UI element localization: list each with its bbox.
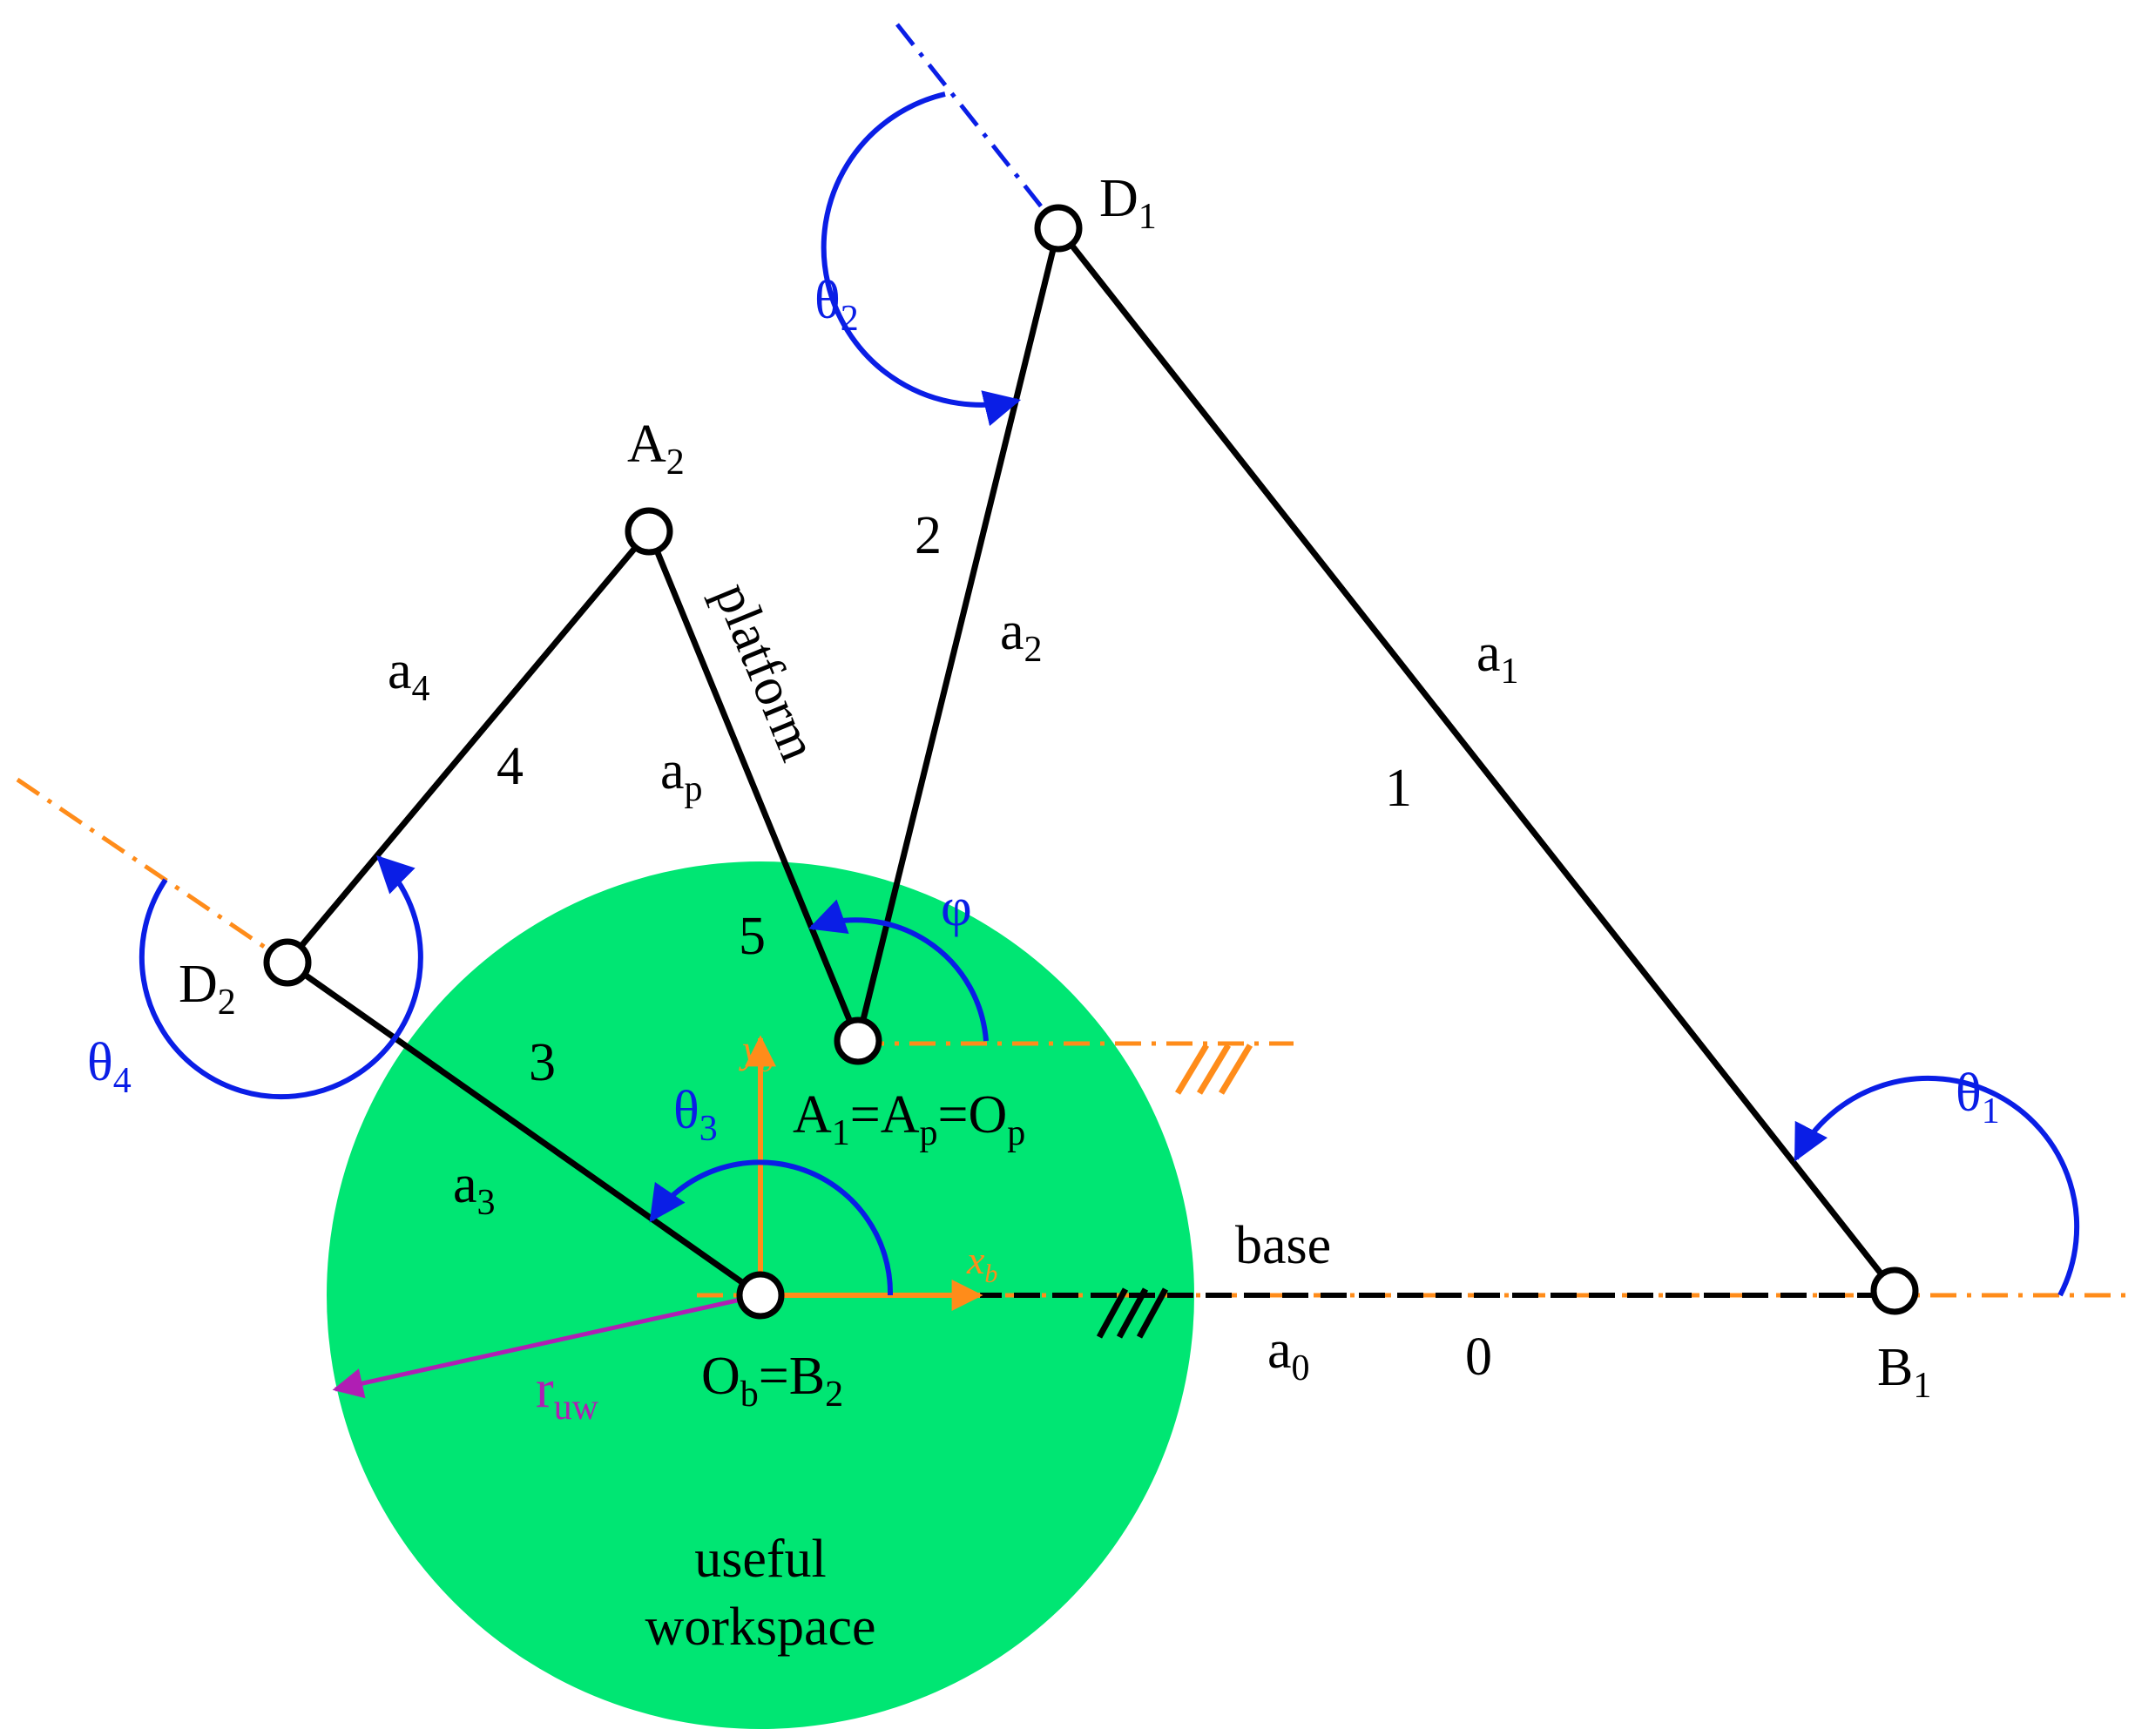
label-B1: B1 bbox=[1877, 1338, 1931, 1406]
label-ap: ap bbox=[660, 741, 703, 809]
label-link-number-0: 0 bbox=[1465, 1327, 1492, 1387]
label-D2: D2 bbox=[179, 955, 236, 1023]
link-a2 bbox=[855, 227, 1062, 1042]
joint-A1 bbox=[834, 1017, 882, 1065]
label-a1: a1 bbox=[1476, 624, 1519, 692]
theta2-arc bbox=[821, 91, 1022, 427]
label-link-number-4: 4 bbox=[497, 737, 524, 796]
link-a3 bbox=[285, 960, 763, 1298]
joint-D2 bbox=[263, 938, 312, 987]
joint-B2 bbox=[736, 1271, 785, 1320]
link-ap-platform bbox=[645, 530, 861, 1043]
label-a4: a4 bbox=[388, 641, 430, 709]
label-A1-Ap-Op: A1=Ap=Op bbox=[793, 1085, 1025, 1153]
label-theta3: θ3 bbox=[673, 1081, 718, 1149]
theta4-arc bbox=[139, 855, 423, 1100]
link-a4 bbox=[285, 529, 652, 965]
label-theta1: θ1 bbox=[1956, 1064, 2000, 1131]
label-a3: a3 bbox=[453, 1155, 496, 1223]
label-base: base bbox=[1235, 1216, 1331, 1275]
joint-B1 bbox=[1870, 1267, 1919, 1315]
label-link-number-1: 1 bbox=[1385, 759, 1412, 818]
joint-A2 bbox=[625, 507, 673, 556]
ground-hatch-base bbox=[1096, 1287, 1169, 1339]
label-A2: A2 bbox=[627, 415, 685, 483]
label-yb: yb bbox=[739, 1027, 773, 1077]
label-workspace: workspace bbox=[645, 1598, 875, 1657]
label-link-number-2: 2 bbox=[915, 506, 942, 565]
phi-arc bbox=[808, 899, 989, 1042]
label-r-uw: ruw bbox=[536, 1360, 599, 1428]
theta3-arc bbox=[649, 1159, 894, 1296]
label-theta4: θ4 bbox=[87, 1033, 132, 1101]
label-link-number-3: 3 bbox=[529, 1033, 556, 1092]
link3-extension-line bbox=[16, 777, 289, 965]
label-a0: a0 bbox=[1267, 1321, 1310, 1388]
label-D1: D1 bbox=[1099, 169, 1157, 237]
link2-extension-line bbox=[895, 23, 1060, 230]
workspace-radius-arrow bbox=[332, 1293, 761, 1399]
theta1-arc bbox=[1794, 1075, 2080, 1297]
label-theta2: θ2 bbox=[814, 271, 859, 339]
label-useful: useful bbox=[694, 1530, 827, 1589]
label-link-number-5: 5 bbox=[739, 907, 766, 966]
ground-hatch-platform bbox=[1174, 1044, 1253, 1095]
label-xb: xb bbox=[966, 1238, 997, 1288]
label-a2: a2 bbox=[1000, 602, 1043, 670]
label-phi: φ bbox=[941, 878, 972, 937]
label-platform: platform bbox=[703, 575, 828, 769]
label-Ob-B2: Ob=B2 bbox=[701, 1347, 843, 1415]
link-a1 bbox=[1056, 226, 1897, 1294]
joint-D1 bbox=[1034, 204, 1083, 253]
